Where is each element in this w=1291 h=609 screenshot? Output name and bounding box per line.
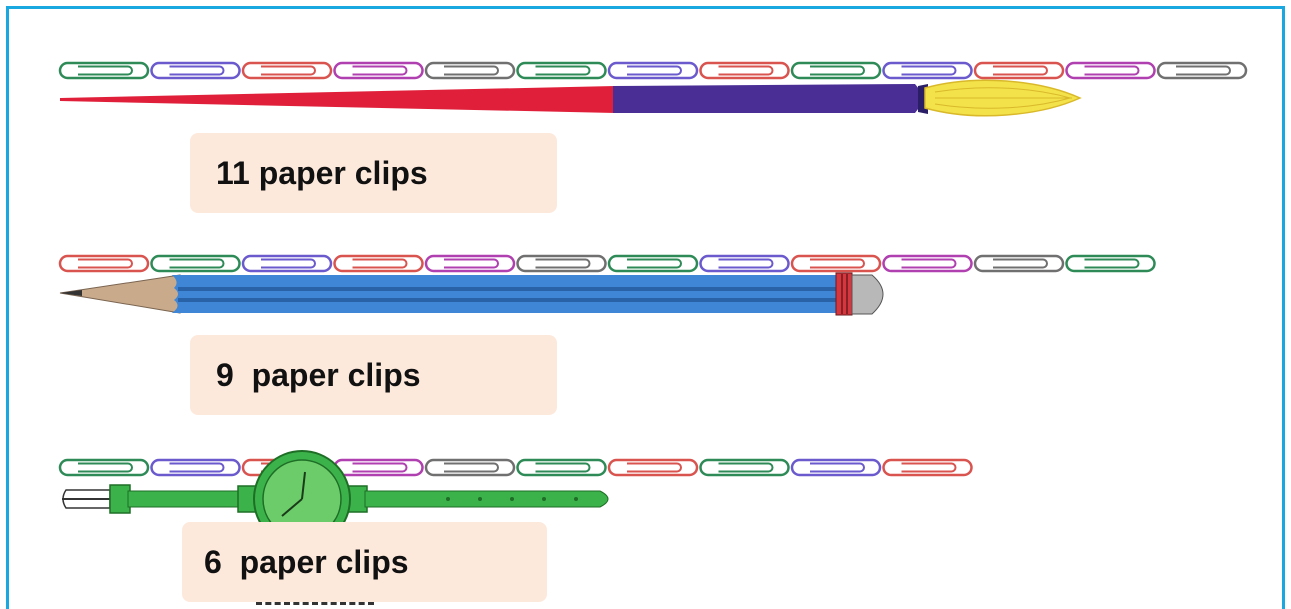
paper-clip-icon bbox=[973, 61, 1065, 80]
paper-clip-inner-loop bbox=[993, 65, 1048, 76]
paper-clip-icon bbox=[607, 254, 699, 273]
pencil-stripe bbox=[178, 287, 838, 291]
paper-clip-inner-loop bbox=[810, 258, 865, 269]
watch-hand bbox=[281, 498, 303, 517]
paper-clip-inner-loop bbox=[169, 462, 225, 473]
paper-clip-icon bbox=[424, 61, 516, 80]
answer-text-watch: 6 paper clips bbox=[204, 543, 409, 580]
paper-clip-icon bbox=[58, 254, 150, 273]
paper-clip-icon bbox=[150, 254, 241, 273]
paper-clip-icon bbox=[424, 254, 516, 273]
paper-clip-icon bbox=[241, 254, 333, 273]
bristle-line bbox=[934, 97, 1071, 109]
paper-clip-inner-loop bbox=[627, 462, 682, 473]
paper-clip-inner-loop bbox=[352, 258, 408, 269]
paper-clip-chain-watch bbox=[58, 458, 973, 477]
paper-clip-icon bbox=[607, 458, 699, 477]
worksheet-frame bbox=[6, 6, 1285, 609]
paper-clip-inner-loop bbox=[901, 462, 957, 473]
paper-clip-inner-loop bbox=[169, 258, 225, 269]
paper-clip-icon bbox=[424, 458, 516, 477]
paper-clip-inner-loop bbox=[810, 462, 865, 473]
answer-box-paintbrush: 11 paper clips bbox=[190, 133, 557, 213]
pencil-lead bbox=[60, 290, 82, 296]
paper-clip-icon bbox=[699, 458, 790, 477]
bristle-line bbox=[934, 87, 1071, 99]
paper-clip-icon bbox=[973, 254, 1065, 273]
paintbrush-icon bbox=[60, 79, 1082, 117]
paper-clip-inner-loop bbox=[810, 65, 865, 76]
paper-clip-icon bbox=[333, 458, 424, 477]
paper-clip-inner-loop bbox=[78, 65, 133, 76]
paper-clip-inner-loop bbox=[169, 65, 225, 76]
paper-clip-inner-loop bbox=[718, 462, 774, 473]
paper-clip-inner-loop bbox=[78, 462, 133, 473]
paper-clip-inner-loop bbox=[78, 258, 133, 269]
paper-clip-icon bbox=[1065, 61, 1156, 80]
paper-clip-icon bbox=[607, 61, 699, 80]
paper-clip-inner-loop bbox=[352, 65, 408, 76]
paper-clip-inner-loop bbox=[535, 258, 591, 269]
paper-clip-icon bbox=[790, 458, 882, 477]
paper-clip-icon bbox=[58, 61, 150, 80]
paper-clip-inner-loop bbox=[1084, 258, 1140, 269]
paper-clip-inner-loop bbox=[718, 65, 774, 76]
dashed-line bbox=[256, 602, 374, 605]
paper-clip-inner-loop bbox=[627, 65, 682, 76]
paintbrush-purple-grip bbox=[613, 84, 922, 113]
paper-clip-chain-paintbrush bbox=[58, 61, 1248, 80]
paper-clip-inner-loop bbox=[444, 462, 499, 473]
answer-box-watch: 6 paper clips bbox=[182, 522, 547, 602]
paper-clip-icon bbox=[150, 61, 241, 80]
answer-text-pencil: 9 paper clips bbox=[216, 356, 421, 393]
pencil-icon bbox=[59, 272, 884, 316]
paper-clip-inner-loop bbox=[352, 462, 408, 473]
paper-clip-icon bbox=[58, 458, 150, 477]
answer-box-pencil: 9 paper clips bbox=[190, 335, 557, 415]
pencil-stripe bbox=[178, 298, 838, 302]
pencil-body bbox=[172, 275, 838, 313]
paper-clip-icon bbox=[150, 458, 241, 477]
pencil-ferrule bbox=[835, 272, 853, 316]
pencil-eraser bbox=[851, 274, 884, 315]
paper-clip-icon bbox=[516, 61, 607, 80]
watch-hand bbox=[301, 471, 306, 500]
watch-strap-right bbox=[364, 490, 609, 508]
paper-clip-icon bbox=[333, 61, 424, 80]
paper-clip-icon bbox=[699, 254, 790, 273]
paper-clip-inner-loop bbox=[627, 258, 682, 269]
paintbrush-red-handle bbox=[60, 86, 615, 113]
paper-clip-icon bbox=[882, 61, 973, 80]
paper-clip-inner-loop bbox=[261, 65, 316, 76]
paper-clip-icon bbox=[241, 61, 333, 80]
paper-clip-icon bbox=[790, 61, 882, 80]
paper-clip-icon bbox=[790, 254, 882, 273]
paper-clip-inner-loop bbox=[993, 258, 1048, 269]
paper-clip-inner-loop bbox=[718, 258, 774, 269]
watch-strap-left bbox=[127, 490, 243, 508]
watch-strap-loop bbox=[109, 484, 131, 514]
paper-clip-icon bbox=[699, 61, 790, 80]
paper-clip-inner-loop bbox=[535, 65, 591, 76]
paper-clip-inner-loop bbox=[901, 65, 957, 76]
paper-clip-inner-loop bbox=[444, 65, 499, 76]
paper-clip-inner-loop bbox=[1176, 65, 1231, 76]
paper-clip-icon bbox=[516, 254, 607, 273]
watch-strap-holes bbox=[446, 497, 578, 501]
paper-clip-icon bbox=[1065, 254, 1156, 273]
paper-clip-icon bbox=[333, 254, 424, 273]
paper-clip-inner-loop bbox=[1084, 65, 1140, 76]
paper-clip-inner-loop bbox=[444, 258, 499, 269]
paper-clip-icon bbox=[882, 254, 973, 273]
paper-clip-inner-loop bbox=[261, 258, 316, 269]
answer-text-paintbrush: 11 paper clips bbox=[216, 154, 428, 191]
paper-clip-chain-pencil bbox=[58, 254, 1156, 273]
paper-clip-icon bbox=[1156, 61, 1248, 80]
paper-clip-inner-loop bbox=[901, 258, 957, 269]
paper-clip-icon bbox=[882, 458, 973, 477]
paper-clip-icon bbox=[516, 458, 607, 477]
paper-clip-inner-loop bbox=[535, 462, 591, 473]
